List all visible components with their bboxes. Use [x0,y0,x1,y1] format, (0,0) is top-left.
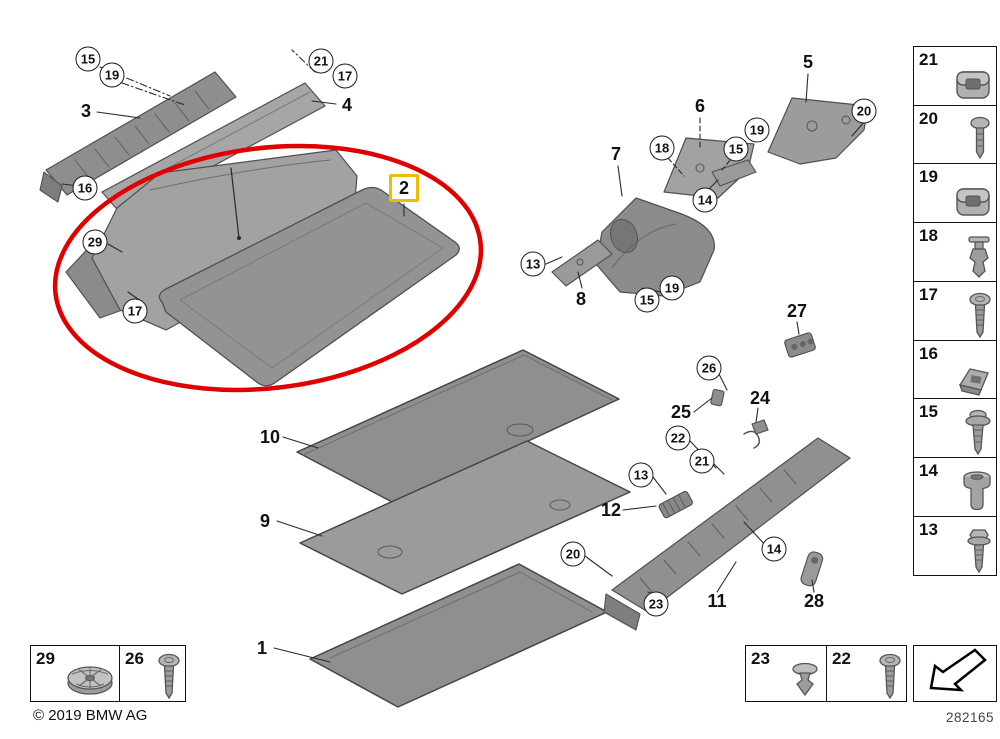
fastener-number: 22 [832,649,851,668]
callout-21[interactable]: 21 [689,448,715,474]
callout-24[interactable]: 24 [749,388,771,408]
callout-25[interactable]: 25 [670,402,692,422]
grommet-icon [961,470,993,514]
fastener-number: 20 [919,108,938,128]
callout-15[interactable]: 15 [634,287,660,313]
callout-5[interactable]: 5 [802,52,814,72]
callout-21[interactable]: 21 [308,48,334,74]
fastener-cell-29[interactable]: 29 [31,646,119,701]
fastener-number: 15 [919,402,938,422]
callout-13[interactable]: 13 [520,251,546,277]
fastener-cell-17[interactable]: 17 [913,280,997,341]
fastener-cell-20[interactable]: 20 [913,104,997,165]
fastener-number: 21 [919,50,938,69]
callout-22[interactable]: 22 [665,425,691,451]
fastener-cell-22[interactable]: 22 [826,646,906,701]
direction-arrow-icon [919,646,991,701]
callout-19[interactable]: 19 [744,117,770,143]
copyright-text: © 2019 BMW AG [33,707,148,724]
callout-20[interactable]: 20 [851,98,877,124]
callout-15[interactable]: 15 [75,46,101,72]
callout-4[interactable]: 4 [341,95,353,115]
callout-23[interactable]: 23 [643,591,669,617]
blind-rivet-icon [967,116,993,162]
fastener-number: 29 [36,649,55,668]
callout-20[interactable]: 20 [560,541,586,567]
expansion-rivet-icon [965,233,993,279]
washer-screw-icon [963,409,993,456]
callout-7[interactable]: 7 [610,144,622,164]
plastic-nut-icon [64,659,116,699]
callout-17[interactable]: 17 [122,298,148,324]
fastener-number: 16 [919,343,938,363]
callout-18[interactable]: 18 [649,135,675,161]
clip-icon [953,363,993,397]
callout-10[interactable]: 10 [259,427,281,447]
fastener-sidebar: 21 20 19 18 17 16 15 14 13 [913,46,997,576]
highlight-ellipse [52,143,484,393]
callout-3[interactable]: 3 [80,101,92,121]
callout-6[interactable]: 6 [694,96,706,116]
fastener-cell-13[interactable]: 13 [913,515,997,576]
direction-arrow-box [913,645,997,702]
callout-1[interactable]: 1 [256,638,268,658]
callout-8[interactable]: 8 [575,289,587,309]
fastener-cell-26[interactable]: 26 [119,646,185,701]
callout-13[interactable]: 13 [628,462,654,488]
callout-19[interactable]: 19 [659,275,685,301]
clip-nut-icon [953,67,993,103]
fastener-number: 13 [919,519,938,539]
callout-29[interactable]: 29 [82,229,108,255]
screw-icon [967,292,993,338]
push-clip-icon [787,659,823,699]
callout-14[interactable]: 14 [761,536,787,562]
callout-9[interactable]: 9 [259,511,271,531]
screw-icon [156,653,182,699]
clip-nut-icon [953,184,993,220]
callout-26[interactable]: 26 [696,355,722,381]
fastener-cell-21[interactable]: 21 [913,46,997,106]
screw-icon [877,653,903,699]
fastener-number: 23 [751,649,770,668]
callout-16[interactable]: 16 [72,175,98,201]
part-trunk-trim-2 [65,149,460,387]
fastener-cell-15[interactable]: 15 [913,398,997,459]
flange-screw-icon [965,527,993,573]
callout-28[interactable]: 28 [803,591,825,611]
callout-17[interactable]: 17 [332,63,358,89]
callout-11[interactable]: 11 [707,591,727,611]
legend-bottom-right: 23 22 [745,645,907,702]
fastener-number: 19 [919,167,938,187]
callout-12[interactable]: 12 [600,500,622,520]
callout-27[interactable]: 27 [786,301,808,321]
fastener-number: 17 [919,284,938,304]
callout-15[interactable]: 15 [723,136,749,162]
callout-19[interactable]: 19 [99,62,125,88]
callout-2-highlighted[interactable]: 2 [388,174,420,202]
fastener-number: 26 [125,649,144,668]
callout-14[interactable]: 14 [692,187,718,213]
fastener-cell-18[interactable]: 18 [913,222,997,283]
fastener-cell-16[interactable]: 16 [913,339,997,400]
diagram-number: 282165 [945,710,994,725]
fastener-cell-19[interactable]: 19 [913,163,997,224]
fastener-number: 14 [919,460,938,480]
legend-bottom-left: 29 26 [30,645,186,702]
fastener-cell-14[interactable]: 14 [913,456,997,517]
fastener-cell-23[interactable]: 23 [746,646,826,701]
fastener-number: 18 [919,226,938,246]
part-floor-panels [296,349,631,708]
